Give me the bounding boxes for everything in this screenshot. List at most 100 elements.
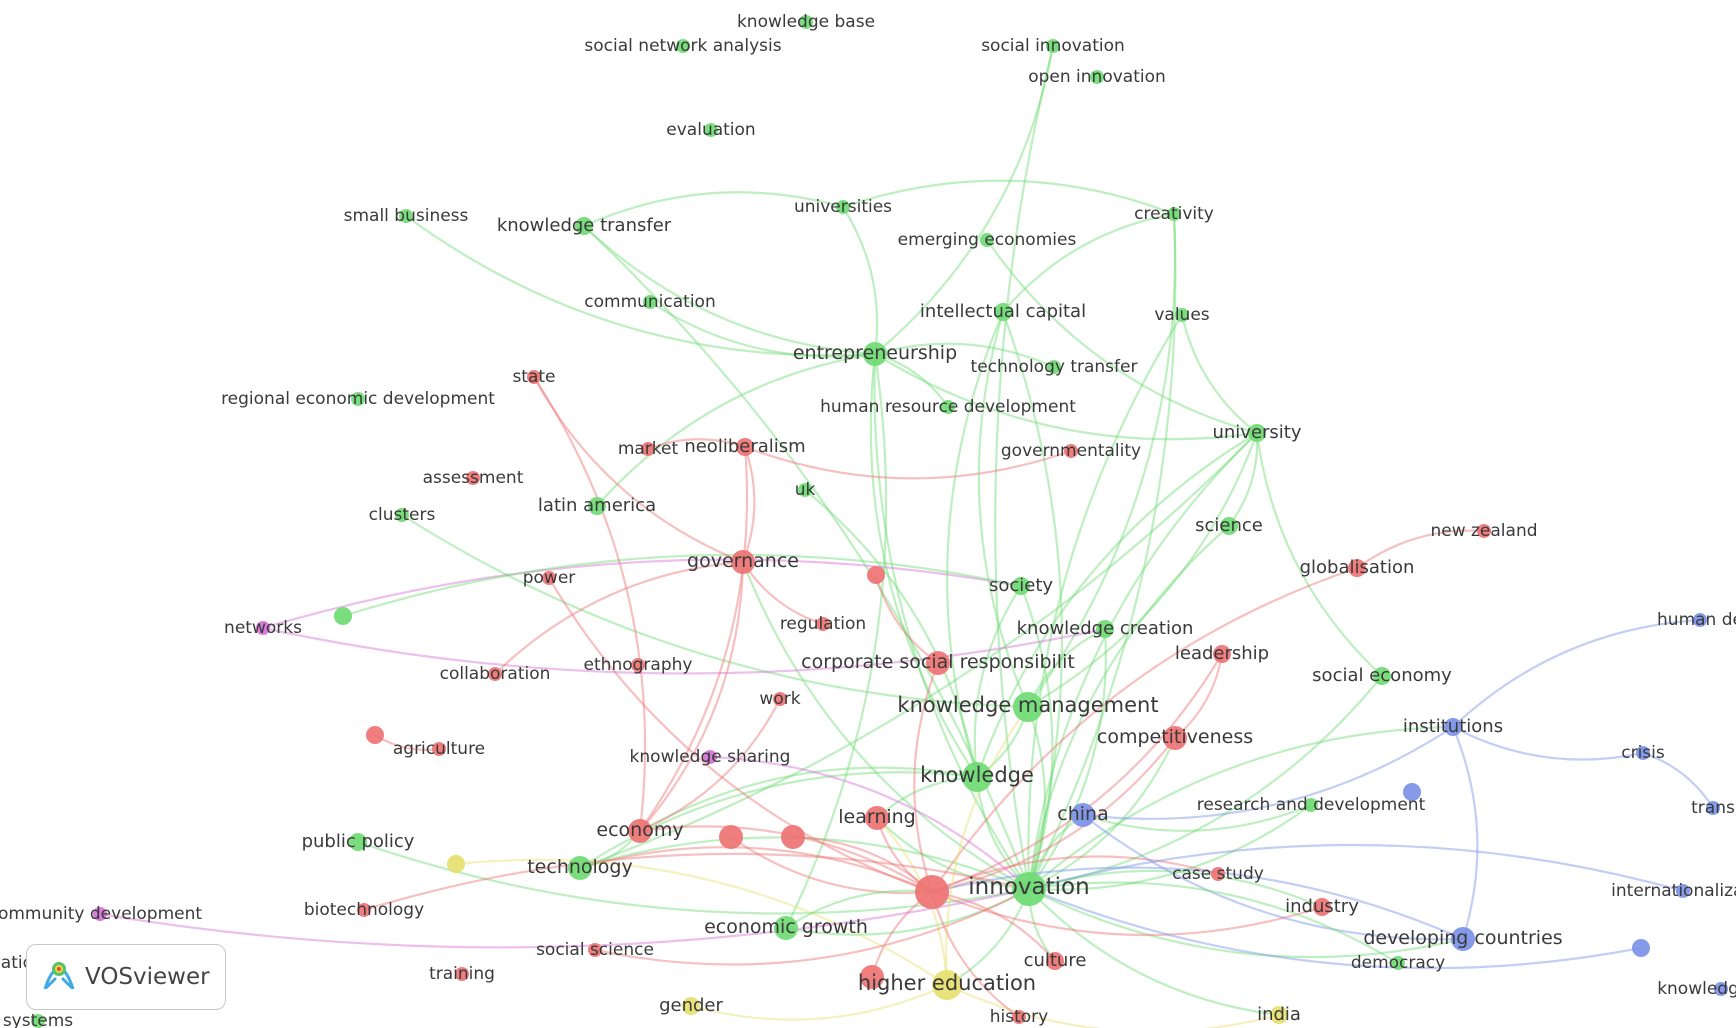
- node-small-business[interactable]: [399, 209, 413, 223]
- node-networks[interactable]: [256, 621, 270, 635]
- node-learning[interactable]: [865, 806, 889, 830]
- node-assessment[interactable]: [466, 471, 480, 485]
- node-human-de[interactable]: [1693, 613, 1707, 627]
- node-social-network-analysis[interactable]: [676, 39, 690, 53]
- node-knowledge-bas-blue[interactable]: [1714, 982, 1728, 996]
- node-knowledge[interactable]: [962, 762, 992, 792]
- node-emerging-economies[interactable]: [980, 233, 994, 247]
- node-label-clusters: clusters: [369, 505, 436, 525]
- node-culture[interactable]: [1046, 952, 1064, 970]
- node-evaluation[interactable]: [704, 123, 718, 137]
- node-market[interactable]: [641, 442, 655, 456]
- node-economy[interactable]: [628, 819, 652, 843]
- node-research-and-development[interactable]: [1304, 798, 1318, 812]
- node-power[interactable]: [542, 571, 556, 585]
- node-universities[interactable]: [836, 200, 850, 214]
- edge: [876, 817, 1030, 891]
- node-gender[interactable]: [682, 997, 700, 1015]
- edge: [1028, 869, 1323, 909]
- node-entrepreneurship[interactable]: [863, 342, 887, 366]
- node-red-unlabeled-e[interactable]: [860, 965, 884, 989]
- node-red-big[interactable]: [915, 875, 949, 909]
- edge: [973, 585, 1022, 778]
- node-science[interactable]: [1220, 517, 1238, 535]
- node-systems[interactable]: [31, 1014, 45, 1028]
- node-blue-unlabeled-a[interactable]: [1403, 783, 1421, 801]
- node-technology[interactable]: [568, 856, 592, 880]
- node-knowledge-transfer[interactable]: [575, 217, 593, 235]
- node-competitiveness[interactable]: [1163, 726, 1187, 750]
- node-social-science[interactable]: [588, 943, 602, 957]
- node-label-assessment: assessment: [423, 468, 524, 488]
- node-open-innovation[interactable]: [1090, 70, 1104, 84]
- node-uk[interactable]: [798, 483, 812, 497]
- edge: [262, 558, 1022, 630]
- node-ethnography[interactable]: [631, 658, 645, 672]
- node-corporate-social-responsibility[interactable]: [926, 651, 950, 675]
- node-social-innovation[interactable]: [1046, 39, 1060, 53]
- edge: [1028, 888, 1464, 959]
- node-work[interactable]: [773, 692, 787, 706]
- node-agriculture[interactable]: [432, 742, 446, 756]
- node-red-unlabeled-d[interactable]: [781, 825, 805, 849]
- node-latin-america[interactable]: [588, 497, 606, 515]
- node-globalisation[interactable]: [1348, 559, 1366, 577]
- node-red-unlabeled-a[interactable]: [867, 566, 885, 584]
- node-green-unlabeled-a[interactable]: [334, 607, 352, 625]
- node-trans[interactable]: [1706, 801, 1720, 815]
- node-democracy[interactable]: [1391, 956, 1405, 970]
- node-governmentality[interactable]: [1064, 444, 1078, 458]
- node-regional-economic-development[interactable]: [351, 392, 365, 406]
- node-public-policy[interactable]: [349, 833, 367, 851]
- node-yellow-unlabeled-a[interactable]: [447, 855, 465, 873]
- node-knowledge-sharing[interactable]: [703, 750, 717, 764]
- node-india[interactable]: [1270, 1006, 1288, 1024]
- node-communication[interactable]: [643, 295, 657, 309]
- node-blue-unlabeled-b[interactable]: [1632, 939, 1650, 957]
- node-industry[interactable]: [1313, 898, 1331, 916]
- node-clusters[interactable]: [395, 508, 409, 522]
- edge: [931, 890, 1056, 962]
- node-label-technology-transfer: technology transfer: [971, 357, 1138, 377]
- vosviewer-logo-badge[interactable]: VOSviewer: [26, 944, 226, 1010]
- node-technology-transfer[interactable]: [1047, 360, 1061, 374]
- node-innovation[interactable]: [1012, 872, 1046, 906]
- node-intellectual-capital[interactable]: [994, 303, 1012, 321]
- edge: [639, 561, 745, 832]
- node-new-zealand[interactable]: [1477, 524, 1491, 538]
- node-knowledge-creation[interactable]: [1096, 620, 1114, 638]
- node-creativity[interactable]: [1167, 207, 1181, 221]
- edge: [931, 866, 1464, 941]
- node-training[interactable]: [455, 967, 469, 981]
- node-collaboration[interactable]: [488, 667, 502, 681]
- node-red-unlabeled-b[interactable]: [366, 726, 384, 744]
- node-community-development[interactable]: [93, 907, 107, 921]
- node-crisis[interactable]: [1636, 746, 1650, 760]
- edge: [709, 755, 1030, 890]
- node-society[interactable]: [1012, 577, 1030, 595]
- node-knowledge-base[interactable]: [799, 15, 813, 29]
- node-regulation[interactable]: [816, 617, 830, 631]
- node-state[interactable]: [527, 370, 541, 384]
- node-case-study[interactable]: [1211, 867, 1225, 881]
- node-human-resource-development[interactable]: [941, 400, 955, 414]
- node-developing-countries[interactable]: [1451, 927, 1475, 951]
- node-internationalization[interactable]: [1676, 884, 1690, 898]
- node-red-unlabeled-c[interactable]: [719, 825, 743, 849]
- node-knowledge-management[interactable]: [1013, 692, 1043, 722]
- node-university[interactable]: [1248, 424, 1266, 442]
- node-values[interactable]: [1175, 308, 1189, 322]
- node-social-economy[interactable]: [1373, 667, 1391, 685]
- node-label-economy: economy: [596, 819, 683, 841]
- node-governance[interactable]: [731, 550, 755, 574]
- node-china[interactable]: [1071, 803, 1095, 827]
- node-biotechnology[interactable]: [357, 903, 371, 917]
- node-neoliberalism[interactable]: [736, 438, 754, 456]
- node-economic-growth[interactable]: [774, 916, 798, 940]
- node-label-latin-america: latin america: [538, 495, 656, 516]
- node-history[interactable]: [1012, 1010, 1026, 1024]
- node-higher-education[interactable]: [932, 970, 962, 1000]
- node-institutions[interactable]: [1444, 718, 1462, 736]
- node-leadership[interactable]: [1213, 645, 1231, 663]
